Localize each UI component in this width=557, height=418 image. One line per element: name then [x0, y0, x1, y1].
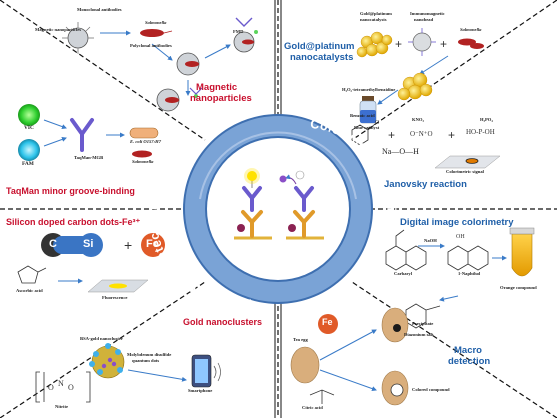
digital-title: Digital image colorimetry: [400, 217, 514, 228]
label-naoh-molecule: Na—O—H: [382, 147, 419, 156]
central-ring: [183, 114, 373, 304]
label-orange: Orange compound: [500, 285, 537, 290]
label-au-pt-1: Gold@platinum: [360, 11, 392, 16]
label-fluorescence: Fluorescence: [102, 295, 128, 300]
label-ecoli: E. coli O157:H7: [130, 139, 162, 144]
janovsky-illustration: O + O⁻N⁺O + HO‑P‑OH: [351, 120, 501, 169]
label-nitrite: Nitrite: [55, 404, 69, 409]
silicon-title: Silicon doped carbon dots-Fe³⁺: [6, 217, 141, 227]
label-au-pt-2: nanocatalysts: [360, 17, 387, 22]
label-immuno-2: nanobead: [414, 17, 434, 22]
label-vic: VIC: [24, 125, 34, 131]
label-diazonium: Diazonium salt: [404, 332, 434, 337]
svg-text:OH: OH: [456, 234, 465, 240]
janovsky-title: Janovsky reaction: [384, 179, 467, 190]
label-citric: Citric acid: [302, 405, 323, 410]
ring-label-fluorescence: Fluorescence detection: [146, 205, 253, 311]
gold-clusters-illustration: O N O: [35, 343, 221, 403]
label-naphthol: 1-Naphthol: [458, 271, 481, 276]
label-polyclonal: Polyclonal antibodies: [130, 43, 172, 48]
label-tea-egg: Tea egg: [293, 337, 308, 342]
taqman-illustration: [18, 104, 159, 161]
svg-text:O⁻N⁺O: O⁻N⁺O: [410, 130, 433, 138]
macro-illustration: [290, 307, 409, 406]
center-antibody-illustration: [234, 168, 324, 240]
label-colored: Colored compound: [412, 387, 450, 392]
label-naoh: NaOH: [424, 238, 437, 243]
label-h3po4: H₃PO₄: [480, 117, 493, 122]
label-smartphone: Smartphone: [188, 388, 213, 393]
label-kno3: KNO₃: [412, 117, 424, 122]
label-taqman-mgb: TaqMan-MGB: [74, 155, 104, 160]
svg-text:+: +: [440, 37, 447, 51]
label-salmonella-2: Salmonella: [132, 159, 154, 164]
magnetic-title-2: nanoparticles: [190, 93, 252, 104]
label-salmonella-3: Salmonella: [460, 27, 482, 32]
label-immuno-1: Immunomagnetic: [410, 11, 445, 16]
svg-text:+: +: [448, 128, 455, 142]
label-salmonella-1: Salmonella: [145, 20, 167, 25]
magnetic-illustration: [62, 17, 258, 112]
macro-title-2: detection: [448, 356, 491, 367]
svg-text:Colorimetry detection: Colorimetry detection: [310, 117, 399, 230]
label-ascorbic: Ascorbic acid: [16, 288, 43, 293]
label-moly-2: quantum dots: [132, 358, 160, 363]
svg-text:N: N: [58, 379, 64, 388]
digital-illustration: OH: [385, 227, 535, 329]
svg-text:+: +: [388, 128, 395, 142]
label-monoclonal: Monoclonal antibodies: [77, 7, 122, 12]
svg-text:+: +: [124, 237, 132, 253]
magnetic-title-1: Magnetic: [196, 82, 238, 93]
label-h2o2: H₂O₂-tetramethylbenzidine: [342, 87, 396, 92]
label-bsa: BSA-gold nanocluster: [80, 336, 124, 341]
svg-text:HO‑P‑OH: HO‑P‑OH: [466, 128, 495, 136]
label-precipitate: Precipitate: [412, 321, 434, 326]
label-si: Si: [83, 238, 94, 250]
label-fmd: FMD: [233, 29, 244, 34]
taqman-title: TaqMan minor groove-binding: [6, 186, 135, 196]
gold-platinum-title-2: nanocatalysts: [290, 52, 354, 63]
label-benzoic: Benzoic acid: [350, 113, 375, 118]
ring-label-colorimetry: Colorimetry detection: [310, 117, 398, 230]
gold-clusters-title: Gold nanoclusters: [183, 317, 263, 327]
svg-text:O: O: [68, 383, 74, 392]
label-carbaryl: Carbaryl: [394, 271, 413, 276]
silicon-illustration: +: [17, 233, 165, 293]
label-c: C: [49, 238, 57, 250]
label-magnetic-np: Magnetic nanoparticles: [35, 27, 82, 32]
label-fam: FAM: [22, 161, 34, 167]
svg-text:O: O: [375, 120, 380, 126]
svg-text:+: +: [395, 37, 402, 51]
gold-platinum-illustration: + +: [356, 28, 484, 124]
label-moly-1: Molybdenum disulfide: [127, 352, 172, 357]
gold-platinum-title-1: Gold@platinum: [284, 41, 355, 52]
macro-title-1: Macro: [454, 345, 482, 356]
label-blue-catalyst: Blue catalyst: [354, 125, 380, 130]
svg-text:O: O: [48, 383, 54, 392]
label-fe-2: Fe: [322, 317, 333, 327]
label-fe-1: Fe: [146, 238, 159, 250]
label-colorimetric-signal: Colorimetric signal: [446, 169, 484, 174]
svg-text:Fluorescence detection: Fluorescence detection: [146, 205, 253, 311]
